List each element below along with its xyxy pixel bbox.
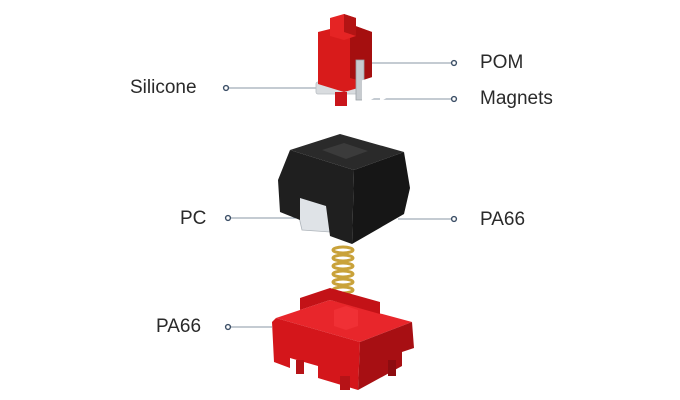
housing-top (278, 74, 410, 244)
leader-dot-pc (224, 214, 232, 222)
spring-coil (331, 261, 355, 271)
label-pa66-housing: PA66 (480, 209, 526, 230)
housing-right (352, 152, 410, 244)
spring-coil (331, 253, 355, 263)
housing-bottom (272, 288, 414, 390)
leader-dot-pa66-base (224, 323, 232, 331)
housing-front (278, 150, 354, 244)
leader-dot-silicone (222, 84, 230, 92)
stem-tip (335, 92, 347, 106)
label-pc: PC (180, 208, 207, 229)
leader-dot-pom (450, 59, 458, 67)
label-pa66-base: PA66 (156, 316, 202, 337)
label-pom: POM (480, 52, 524, 73)
base-pin-center (340, 376, 350, 390)
stem (315, 14, 372, 106)
base-rear-wall (300, 288, 380, 314)
stem-cross-side (344, 14, 356, 36)
base-pin-right (388, 360, 396, 376)
leader-lines (226, 62, 454, 328)
stem-side (350, 24, 372, 84)
base-center-post (334, 306, 358, 330)
housing-window-right (380, 74, 392, 101)
label-silicone: Silicone (130, 77, 197, 98)
base-pin-left (296, 360, 304, 374)
housing-window-left (362, 76, 374, 103)
base-front (272, 318, 360, 390)
leader-dot-magnets (450, 95, 458, 103)
leader-dot-pa66-housing (450, 215, 458, 223)
leader-dots (222, 59, 458, 331)
label-magnets: Magnets (480, 88, 553, 109)
spring-coil (331, 277, 355, 287)
base-right (358, 322, 414, 390)
spring-coil (331, 269, 355, 279)
spring-coil (331, 245, 355, 255)
housing-top-opening (322, 143, 368, 159)
